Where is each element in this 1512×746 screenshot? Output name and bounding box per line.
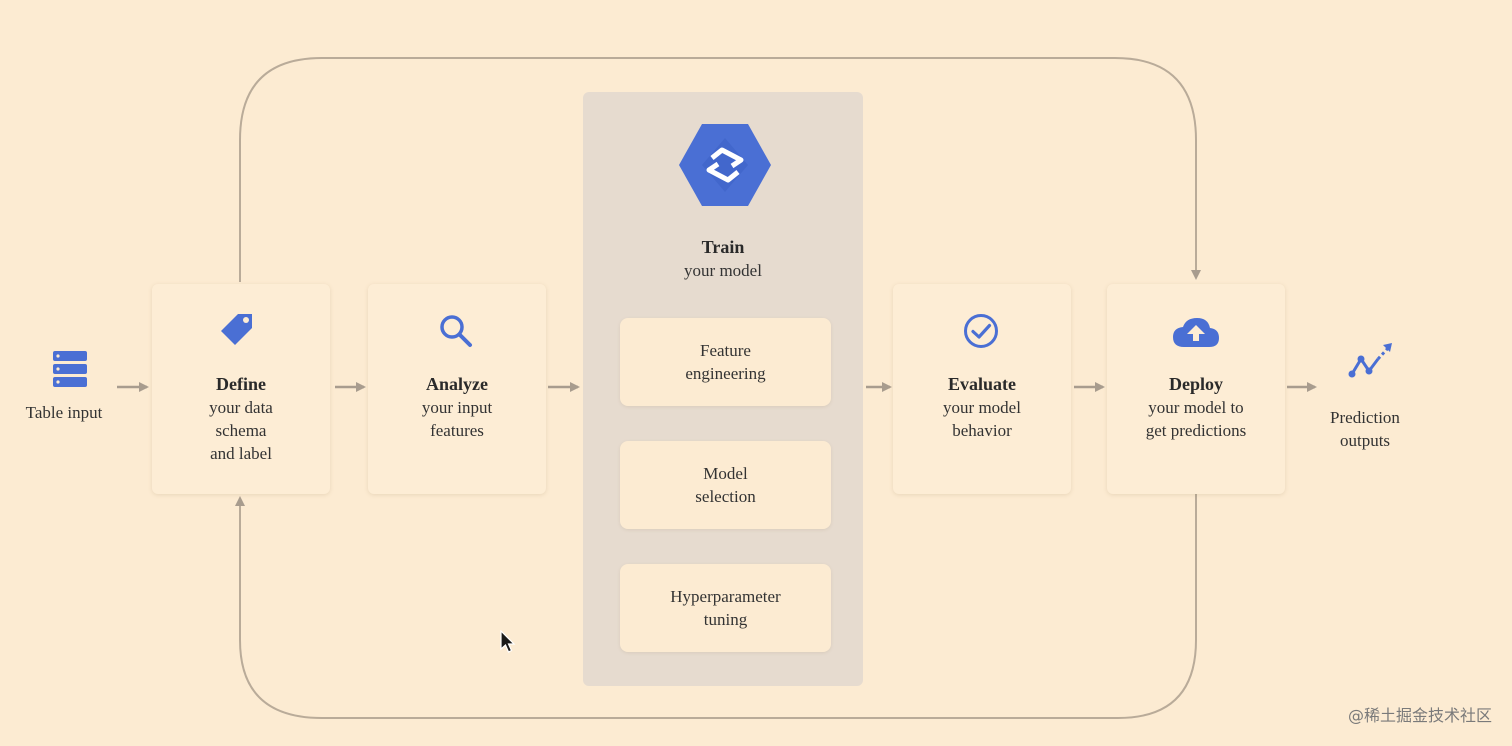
- deploy-step-title: Deploy: [1169, 374, 1223, 394]
- prediction-trend-icon: [1348, 343, 1392, 378]
- footer-credit: @稀土掘金技术社区: [1347, 706, 1492, 725]
- define-step-desc: your data schema and label: [209, 398, 273, 463]
- cloud-upload-icon: [1173, 318, 1219, 347]
- train-step-desc: your model: [684, 261, 762, 280]
- train-step-title: Train: [701, 237, 745, 257]
- deploy-step-desc: your model to get predictions: [1145, 398, 1247, 440]
- check-circle-icon: [964, 314, 998, 348]
- table-input-label: Table input: [25, 403, 103, 422]
- substep-label: Hyperparameter tuning: [670, 587, 781, 629]
- search-icon: [440, 315, 472, 347]
- analyze-step-title: Analyze: [426, 374, 488, 394]
- substep-model-selection[interactable]: Model selection: [620, 441, 831, 529]
- define-step-title: Define: [216, 374, 266, 394]
- substep-label: Model selection: [695, 464, 756, 506]
- automl-hexagon-icon: [679, 124, 771, 206]
- train-title-block: Train your model: [583, 236, 863, 282]
- substep-hyperparameter-tuning[interactable]: Hyperparameter tuning: [620, 564, 831, 652]
- database-icon: [53, 351, 87, 387]
- substep-label: Feature engineering: [685, 341, 766, 383]
- mouse-cursor-icon: [500, 630, 516, 653]
- evaluate-step-desc: your model behavior: [943, 398, 1021, 440]
- evaluate-step-title: Evaluate: [947, 374, 1016, 394]
- substep-feature-engineering[interactable]: Feature engineering: [620, 318, 831, 406]
- prediction-outputs-label: Prediction outputs: [1330, 408, 1400, 450]
- define-step-card[interactable]: Define your data schema and label: [152, 284, 330, 494]
- deploy-step-card[interactable]: Deploy your model to get predictions: [1107, 284, 1285, 494]
- evaluate-step-card[interactable]: Evaluate your model behavior: [893, 284, 1071, 494]
- analyze-step-card[interactable]: Analyze your input features: [368, 284, 546, 494]
- analyze-step-desc: your input features: [421, 398, 493, 440]
- tag-icon: [221, 314, 252, 345]
